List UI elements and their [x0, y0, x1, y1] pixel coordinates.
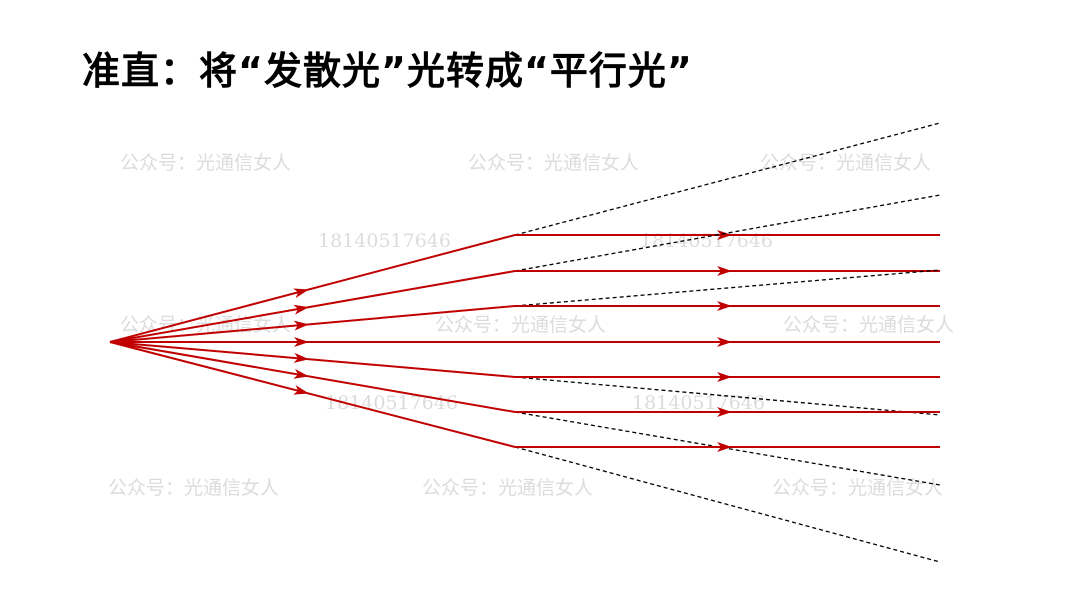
arrow-icon [717, 301, 732, 311]
watermark-number: 18140517646 [325, 392, 458, 414]
virtual-ray-dashed [514, 269, 941, 307]
watermark: 公众号：光通信女人 [120, 152, 292, 174]
arrow-icon [294, 337, 309, 347]
watermark: 公众号：光通信女人 [422, 477, 594, 499]
arrow-icon [717, 407, 732, 417]
arrow-icon [293, 304, 309, 315]
arrow-icon [293, 320, 309, 331]
watermark-number: 18140517646 [318, 230, 451, 252]
virtual-ray-dashed [514, 194, 941, 272]
arrow-icon [717, 266, 732, 276]
divergent-ray [109, 234, 516, 343]
arrow-icon [293, 352, 309, 363]
arrow-icon [293, 288, 309, 299]
divergent-ray [109, 341, 516, 378]
divergent-ray [109, 341, 516, 448]
virtual-ray-dashed [514, 411, 941, 486]
arrow-icon [293, 384, 309, 395]
divergent-ray [109, 341, 516, 413]
watermark: 公众号：光通信女人 [435, 314, 607, 336]
watermark: 公众号：光通信女人 [760, 152, 932, 174]
arrow-icon [717, 372, 732, 382]
arrow-icon [717, 337, 732, 347]
arrow-icon [717, 442, 732, 452]
divergent-ray [109, 270, 516, 343]
watermark-number: 18140517646 [632, 392, 765, 414]
slide-title: 准直：将“发散光”光转成“平行光” [82, 49, 693, 93]
watermark: 公众号：光通信女人 [772, 477, 944, 499]
watermark: 公众号：光通信女人 [783, 314, 955, 336]
virtual-ray-dashed [514, 376, 941, 416]
divergent-ray [109, 305, 516, 343]
arrow-icon [293, 368, 309, 379]
watermark: 公众号：光通信女人 [468, 152, 640, 174]
virtual-ray-dashed [514, 446, 941, 563]
watermark: 公众号：光通信女人 [108, 477, 280, 499]
arrow-icon [717, 230, 732, 240]
virtual-ray-dashed [514, 122, 941, 236]
